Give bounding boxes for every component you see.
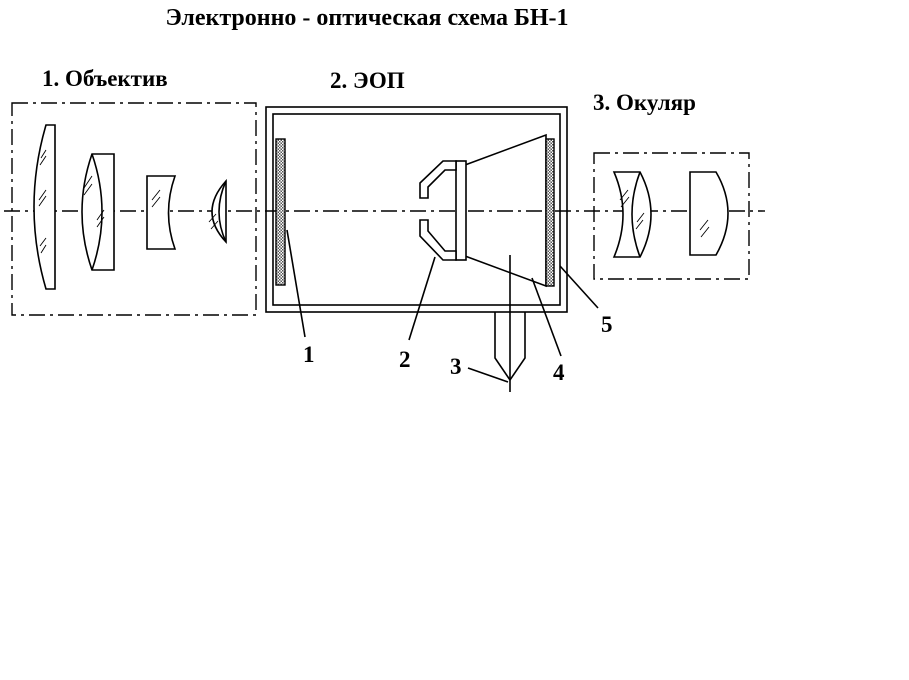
tube-housing-inner (272, 113, 561, 306)
callout-4: 4 (553, 360, 565, 385)
leader-3 (467, 367, 509, 383)
leader-2 (408, 256, 436, 341)
eyepiece-lens-1 (612, 171, 652, 258)
photocathode (275, 138, 286, 286)
objective-lens-3 (146, 175, 177, 250)
leader-4 (531, 277, 562, 357)
callout-5: 5 (601, 312, 613, 337)
objective-lens-1 (33, 124, 56, 290)
diagram-title: Электронно - оптическая схема БН-1 (165, 5, 568, 31)
section-label-eyepiece: 3. Окуляр (593, 90, 696, 115)
high-voltage-lead (494, 255, 526, 392)
leader-1 (286, 229, 306, 338)
leader-5 (559, 265, 599, 309)
tube-housing-outer (265, 106, 568, 313)
eyepiece-frame (593, 152, 750, 280)
objective-lens-2 (81, 153, 115, 271)
section-label-objective: 1. Объектив (42, 66, 168, 91)
objective-lens-4 (208, 178, 227, 245)
luminescent-screen (545, 138, 555, 287)
objective-frame (11, 102, 257, 316)
eyepiece-lens-2 (689, 171, 729, 256)
callout-3: 3 (450, 354, 462, 379)
focusing-electrode (419, 160, 467, 261)
section-label-tube: 2. ЭОП (330, 68, 405, 93)
callout-1: 1 (303, 342, 315, 367)
callout-2: 2 (399, 347, 411, 372)
